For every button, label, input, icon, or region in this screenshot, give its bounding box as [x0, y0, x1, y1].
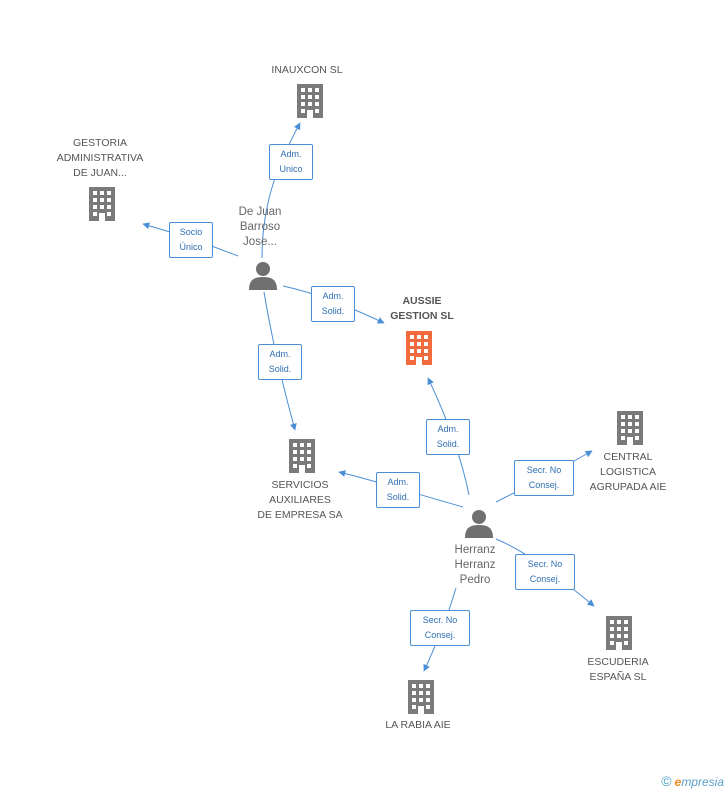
node-label-larabia[interactable]: LA RABIA AIE [385, 719, 451, 731]
node-label-servicios[interactable]: SERVICIOS AUXILIARES DE EMPRESA SA [257, 479, 343, 521]
node-label-herranz[interactable]: Herranz Herranz Pedro [454, 544, 496, 586]
edge-label-adm-solid-servicios[interactable]: Adm.Solid. [258, 344, 302, 380]
brand-logo-e: e [674, 775, 682, 789]
edge-label-adm-solid-herranz-servicios[interactable]: Adm.Solid. [376, 472, 420, 508]
node-label-escuderia[interactable]: ESCUDERIA ESPAÑA SL [587, 656, 649, 683]
building-icon[interactable] [614, 411, 646, 450]
person-icon[interactable] [248, 260, 278, 295]
brand-logo-text: mpresia [681, 775, 724, 789]
building-icon[interactable] [405, 680, 437, 719]
edge-dejuan-inauxcon [261, 122, 301, 259]
building-icon[interactable] [86, 187, 118, 226]
node-label-central[interactable]: CENTRAL LOGISTICA AGRUPADA AIE [589, 451, 667, 493]
building-icon[interactable] [294, 84, 326, 123]
building-icon[interactable] [403, 331, 435, 370]
edge-label-adm-unico[interactable]: Adm.Unico [269, 144, 313, 180]
node-label-inauxcon[interactable]: INAUXCON SL [271, 64, 343, 76]
edge-label-adm-solid-herranz-aussie[interactable]: Adm.Solid. [426, 419, 470, 455]
building-icon[interactable] [603, 616, 635, 655]
node-label-dejuan[interactable]: De Juan Barroso Jose... [238, 206, 282, 248]
footer-brand[interactable]: ©empresia [661, 773, 724, 789]
person-icon[interactable] [464, 508, 494, 543]
building-icon[interactable] [286, 439, 318, 478]
edge-label-adm-solid-aussie[interactable]: Adm.Solid. [311, 286, 355, 322]
node-label-gestoria[interactable]: GESTORIA ADMINISTRATIVA DE JUAN... [56, 137, 144, 179]
copyright-icon: © [661, 773, 672, 789]
node-label-aussie[interactable]: AUSSIE GESTION SL [390, 295, 454, 322]
